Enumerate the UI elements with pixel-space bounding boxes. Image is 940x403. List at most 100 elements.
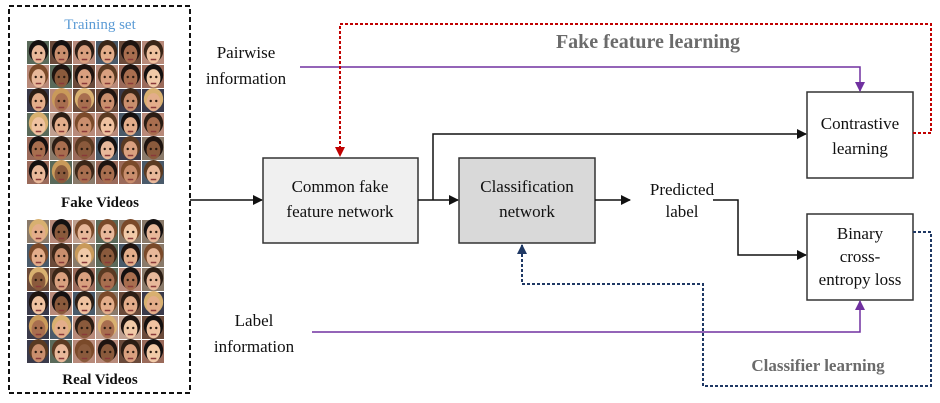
face-thumbnail (50, 339, 72, 363)
fake-faces-grid (27, 40, 164, 184)
face-thumbnail (73, 112, 95, 136)
face-thumbnail (27, 219, 49, 243)
face-thumbnail (27, 291, 49, 315)
face-thumbnail (73, 160, 95, 184)
common-box-line1: Common fake (292, 177, 389, 196)
face-thumbnail (96, 267, 118, 291)
face-thumbnail (96, 40, 118, 64)
face-thumbnail (119, 64, 141, 88)
face-thumbnail (119, 88, 141, 112)
face-thumbnail (96, 219, 118, 243)
predicted-label-line2: label (665, 202, 698, 221)
face-thumbnail (142, 243, 164, 267)
face-thumbnail (142, 112, 164, 136)
face-thumbnail (27, 160, 49, 184)
face-thumbnail (96, 112, 118, 136)
face-thumbnail (142, 136, 164, 160)
classifier-learning-loop (517, 231, 932, 387)
pairwise-info-line1: Pairwise (217, 43, 276, 62)
face-thumbnail (142, 339, 164, 363)
real-faces-grid (27, 219, 164, 363)
face-thumbnail (50, 64, 72, 88)
training-set-title: Training set (64, 17, 136, 33)
face-thumbnail (119, 315, 141, 339)
face-thumbnail (50, 40, 72, 64)
face-thumbnail (96, 291, 118, 315)
face-thumbnail (73, 64, 95, 88)
face-thumbnail (27, 136, 49, 160)
face-thumbnail (142, 40, 164, 64)
face-thumbnail (142, 267, 164, 291)
face-thumbnail (50, 291, 72, 315)
face-thumbnail (50, 160, 72, 184)
fake-feature-learning-label: Fake feature learning (556, 31, 740, 53)
face-thumbnail (50, 267, 72, 291)
label-info-line1: Label (235, 311, 274, 330)
face-thumbnail (27, 64, 49, 88)
bce-loss-box (806, 213, 914, 301)
face-thumbnail (96, 339, 118, 363)
face-thumbnail (50, 136, 72, 160)
common-box-line2: feature network (286, 202, 394, 221)
classification-network-box (458, 157, 596, 244)
face-thumbnail (119, 160, 141, 184)
face-thumbnail (119, 339, 141, 363)
face-thumbnail (96, 315, 118, 339)
face-thumbnail (142, 315, 164, 339)
face-thumbnail (119, 136, 141, 160)
face-thumbnail (73, 315, 95, 339)
face-thumbnail (27, 40, 49, 64)
face-thumbnail (119, 40, 141, 64)
face-thumbnail (96, 64, 118, 88)
face-thumbnail (96, 136, 118, 160)
real-videos-label: Real Videos (62, 372, 138, 388)
face-thumbnail (73, 136, 95, 160)
face-thumbnail (50, 88, 72, 112)
fake-videos-label: Fake Videos (61, 195, 139, 211)
classifier-learning-label: Classifier learning (751, 356, 885, 375)
face-thumbnail (50, 219, 72, 243)
face-thumbnail (73, 40, 95, 64)
face-thumbnail (27, 243, 49, 267)
predicted-label-line1: Predicted (650, 180, 715, 199)
face-thumbnail (73, 267, 95, 291)
face-thumbnail (27, 339, 49, 363)
common-feature-network-box (262, 157, 419, 244)
face-thumbnail (73, 88, 95, 112)
face-thumbnail (73, 243, 95, 267)
face-thumbnail (142, 291, 164, 315)
face-thumbnail (119, 112, 141, 136)
fake-feature-learning-loop (335, 23, 932, 157)
face-thumbnail (119, 219, 141, 243)
arrow-predicted-to-bce (713, 199, 807, 260)
face-thumbnail (142, 88, 164, 112)
face-thumbnail (27, 112, 49, 136)
face-thumbnail (50, 112, 72, 136)
face-thumbnail (27, 267, 49, 291)
contrastive-box-line1: Contrastive (821, 114, 899, 133)
face-thumbnail (73, 219, 95, 243)
face-thumbnail (73, 291, 95, 315)
face-thumbnail (142, 160, 164, 184)
bce-box-line2: cross- (840, 247, 881, 266)
face-thumbnail (50, 243, 72, 267)
arrow-pairwise-to-contrastive (300, 66, 865, 92)
face-thumbnail (119, 243, 141, 267)
face-thumbnail (50, 315, 72, 339)
face-thumbnail (96, 243, 118, 267)
label-info-line2: information (214, 337, 295, 356)
face-thumbnail (73, 339, 95, 363)
classification-box-line2: network (499, 202, 555, 221)
training-set-frame (8, 5, 191, 394)
contrastive-box-line2: learning (832, 139, 888, 158)
classification-box-line1: Classification (480, 177, 574, 196)
bce-box-line3: entropy loss (819, 270, 902, 289)
face-thumbnail (119, 291, 141, 315)
face-thumbnail (119, 267, 141, 291)
face-thumbnail (27, 315, 49, 339)
face-thumbnail (96, 160, 118, 184)
face-thumbnail (96, 88, 118, 112)
face-thumbnail (142, 64, 164, 88)
arrow-labelinfo-to-bce (312, 300, 865, 333)
